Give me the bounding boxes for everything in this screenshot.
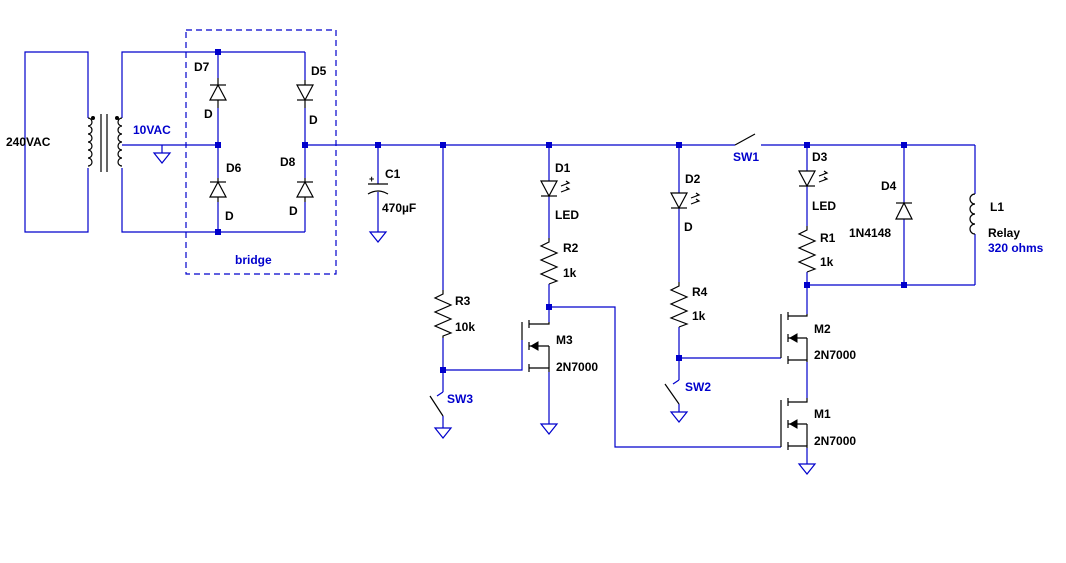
d5-ref: D5 bbox=[311, 64, 327, 78]
sw2-ground bbox=[669, 411, 689, 423]
mosfet-m3-symbol bbox=[521, 320, 550, 372]
resistor-r3-symbol bbox=[433, 290, 453, 338]
d5-value: D bbox=[309, 113, 318, 127]
resistor-r4-symbol bbox=[669, 282, 689, 328]
d2-ref: D2 bbox=[685, 172, 701, 186]
capacitor-c1-symbol: + bbox=[367, 145, 389, 232]
r2-ref: R2 bbox=[563, 241, 579, 255]
relay-label: Relay bbox=[988, 226, 1020, 240]
m3-value: 2N7000 bbox=[556, 360, 598, 374]
d2-value: D bbox=[684, 220, 693, 234]
r3-ref: R3 bbox=[455, 294, 471, 308]
bridge-label: bridge bbox=[235, 253, 272, 267]
d7-value: D bbox=[204, 107, 213, 121]
led-d1-symbol bbox=[540, 180, 571, 198]
m1-ground bbox=[797, 463, 817, 475]
c1-ref: C1 bbox=[385, 167, 401, 181]
transformer bbox=[87, 114, 123, 172]
r1-ref: R1 bbox=[820, 231, 836, 245]
r3-value: 10k bbox=[455, 320, 475, 334]
d3-branch-wiring bbox=[806, 145, 975, 464]
d1-branch-wiring bbox=[548, 145, 781, 448]
m3-ground bbox=[539, 423, 559, 435]
c1-value: 470µF bbox=[382, 201, 416, 215]
ac-source-label: 240VAC bbox=[6, 135, 51, 149]
d8-ref: D8 bbox=[280, 155, 296, 169]
d2-branch-wiring bbox=[672, 145, 781, 412]
led-d3-symbol bbox=[798, 170, 829, 188]
secondary-voltage-label: 10VAC bbox=[133, 123, 171, 137]
m2-ref: M2 bbox=[814, 322, 831, 336]
diode-d6-symbol bbox=[209, 178, 227, 202]
d4-ref: D4 bbox=[881, 179, 897, 193]
resistor-r2-symbol bbox=[539, 238, 559, 285]
relay-coil-l1-symbol bbox=[969, 193, 976, 235]
sw3-ground bbox=[433, 427, 453, 439]
d4-value: 1N4148 bbox=[849, 226, 891, 240]
r4-ref: R4 bbox=[692, 285, 708, 299]
r4-value: 1k bbox=[692, 309, 706, 323]
d8-value: D bbox=[289, 204, 298, 218]
d6-value: D bbox=[225, 209, 234, 223]
switch-sw1-symbol bbox=[734, 133, 761, 150]
diode-d8-symbol bbox=[296, 178, 314, 202]
sw2-label: SW2 bbox=[685, 380, 711, 394]
sw1-label: SW1 bbox=[733, 150, 759, 164]
d3-value: LED bbox=[812, 199, 836, 213]
m1-ref: M1 bbox=[814, 407, 831, 421]
r3-branch-wiring bbox=[436, 145, 523, 428]
m3-ref: M3 bbox=[556, 333, 573, 347]
d3-ref: D3 bbox=[812, 150, 828, 164]
capacitor-ground bbox=[368, 231, 388, 243]
m1-value: 2N7000 bbox=[814, 434, 856, 448]
switch-sw2-symbol bbox=[664, 383, 680, 405]
sw3-label: SW3 bbox=[447, 392, 473, 406]
diode-d4-symbol bbox=[895, 201, 913, 220]
d6-ref: D6 bbox=[226, 161, 242, 175]
svg-text:+: + bbox=[369, 174, 374, 184]
junction-dots bbox=[215, 49, 907, 373]
l1-ref: L1 bbox=[990, 200, 1004, 214]
r1-value: 1k bbox=[820, 255, 834, 269]
bridge-wiring bbox=[162, 51, 975, 233]
diode-d5-symbol bbox=[296, 80, 314, 108]
relay-resistance-label: 320 ohms bbox=[988, 241, 1044, 255]
r2-value: 1k bbox=[563, 266, 577, 280]
switch-sw3-symbol bbox=[429, 395, 444, 417]
diode-d7-symbol bbox=[209, 78, 227, 108]
bridge-box bbox=[185, 29, 337, 275]
d1-value: LED bbox=[555, 208, 579, 222]
d1-ref: D1 bbox=[555, 161, 571, 175]
mosfet-m1-symbol bbox=[780, 398, 808, 450]
resistor-r1-symbol bbox=[797, 226, 817, 273]
mosfet-m2-symbol bbox=[780, 312, 808, 364]
d7-ref: D7 bbox=[194, 60, 210, 74]
ground-symbol bbox=[152, 152, 172, 164]
diode-d2-symbol bbox=[670, 192, 701, 210]
m2-value: 2N7000 bbox=[814, 348, 856, 362]
